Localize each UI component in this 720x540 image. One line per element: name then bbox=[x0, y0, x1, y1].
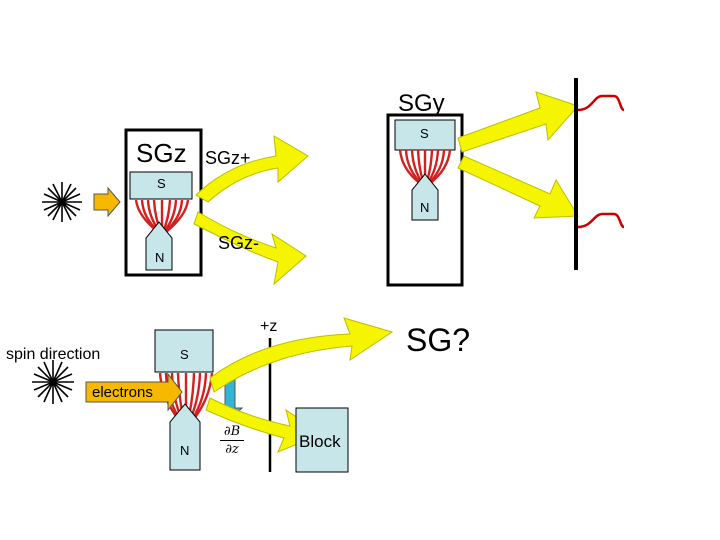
input-beam-arrow-top bbox=[93, 186, 121, 218]
electrons-label: electrons bbox=[92, 384, 153, 401]
bottom-north-pole bbox=[169, 403, 201, 471]
sgz-north-label: N bbox=[155, 250, 165, 265]
sgz-minus-label: SGz- bbox=[218, 233, 260, 253]
sgy-upper-beam bbox=[457, 91, 579, 153]
sgy-north-pole bbox=[411, 173, 439, 221]
plus-z-label: +z bbox=[260, 318, 278, 335]
sgz-south-label: S bbox=[157, 176, 166, 191]
spin-direction-label: spin direction bbox=[6, 346, 101, 363]
block-box bbox=[295, 407, 349, 473]
screen-peak-upper bbox=[577, 94, 625, 112]
bottom-north-label: N bbox=[180, 443, 190, 458]
bottom-south-label: S bbox=[180, 347, 189, 362]
screen-peak-lower bbox=[577, 212, 625, 229]
electrons-arrow bbox=[85, 372, 183, 412]
bottom-south-pole bbox=[154, 329, 214, 373]
gradient-fraction: ∂B ∂z bbox=[220, 424, 244, 457]
sgz-north-pole bbox=[145, 221, 173, 271]
sg-question-label: SG? bbox=[406, 322, 471, 358]
gradient-fraction-bar bbox=[220, 440, 244, 441]
sgz-plus-beam bbox=[195, 135, 309, 203]
sgy-north-label: N bbox=[420, 200, 430, 215]
block-label: Block bbox=[299, 432, 341, 451]
spin-source-star-bottom bbox=[32, 360, 74, 404]
sgy-south-label: S bbox=[420, 126, 429, 141]
bottom-upper-beam bbox=[209, 317, 394, 393]
sgz-south-pole bbox=[129, 171, 193, 200]
sgz-minus-beam bbox=[193, 211, 307, 286]
gradient-numerator: ∂B bbox=[223, 424, 241, 439]
spin-source-star-top bbox=[42, 182, 82, 222]
sgy-title: SGy bbox=[398, 90, 445, 117]
gradient-denominator: ∂z bbox=[225, 442, 239, 457]
sgz-title: SGz bbox=[136, 138, 187, 168]
sgz-plus-label: SGz+ bbox=[205, 148, 251, 168]
sgy-lower-beam bbox=[457, 155, 579, 219]
